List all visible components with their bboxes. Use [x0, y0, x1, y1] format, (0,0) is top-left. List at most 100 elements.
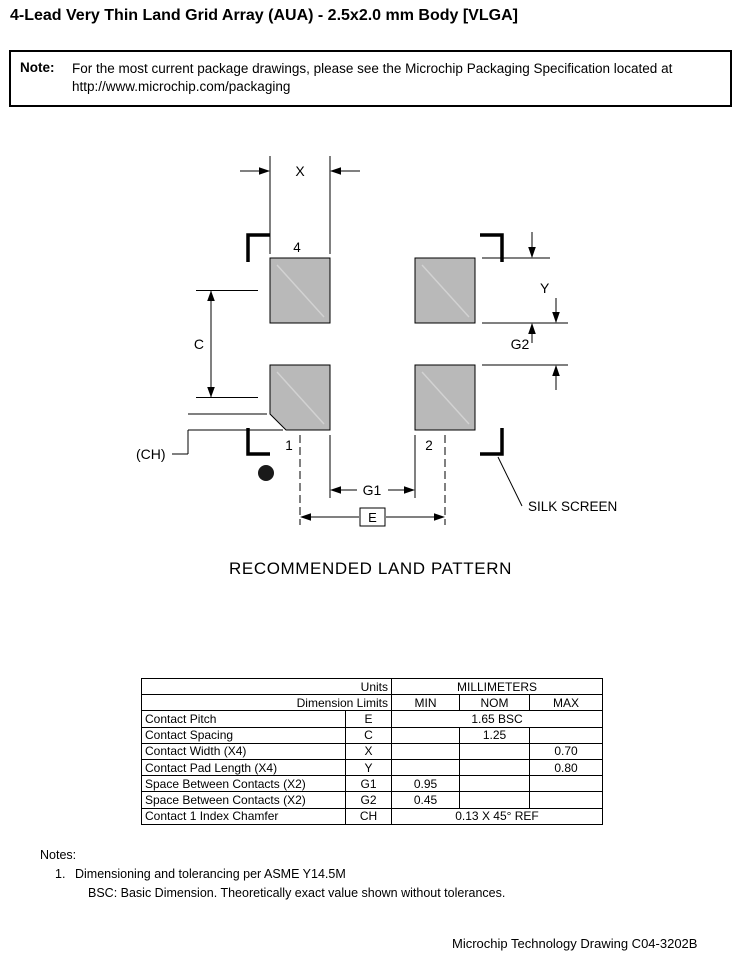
pad-number-4: 4 — [293, 240, 301, 255]
dim-label-e: E — [368, 510, 377, 525]
dim-value-span: 0.13 X 45° REF — [390, 807, 604, 825]
dim-symbol: G1 — [345, 775, 392, 793]
arrowhead — [552, 312, 560, 323]
note-item-number: 1. — [55, 867, 66, 881]
table-row: Contact Pad Length (X4) Y 0.80 — [141, 758, 604, 777]
silk-corner-top-left — [246, 233, 270, 262]
arrowhead — [259, 167, 270, 175]
note-text: For the most current package drawings, p… — [72, 60, 672, 96]
arrowhead — [330, 486, 341, 494]
arrowhead — [404, 486, 415, 494]
silk-corner-bottom-left — [246, 428, 270, 456]
dim-name: Space Between Contacts (X2) — [141, 775, 346, 793]
dim-name: Contact Width (X4) — [141, 742, 346, 760]
dimension-arrowheads — [207, 167, 560, 521]
table-row: Contact Pitch E 1.65 BSC — [141, 710, 604, 728]
table-header-row: Dimension Limits MIN NOM MAX — [141, 694, 604, 712]
dim-name: Space Between Contacts (X2) — [141, 791, 346, 809]
arrowhead — [528, 247, 536, 258]
dim-max: 0.80 — [528, 758, 604, 777]
shading-line — [421, 371, 470, 425]
table-row: Space Between Contacts (X2) G1 0.95 — [141, 775, 604, 793]
units-value: MILLIMETERS — [390, 677, 604, 696]
table-header-row: Units MILLIMETERS — [141, 677, 604, 696]
note-item-2: BSC: Basic Dimension. Theoretically exac… — [88, 886, 506, 900]
arrowhead — [434, 513, 445, 521]
arrowhead — [330, 167, 341, 175]
dim-min — [391, 726, 460, 744]
dimension-lines — [172, 156, 568, 525]
table-row: Contact Spacing C 1.25 — [141, 726, 604, 744]
dimension-labels: X Y C G2 (CH) G1 E 4 1 2 SILK SCREEN — [136, 163, 617, 525]
pad-shading — [276, 264, 470, 425]
dim-label-ch: (CH) — [136, 446, 166, 462]
dim-max — [528, 791, 604, 809]
note-line: For the most current package drawings, p… — [72, 61, 673, 76]
dim-value-span: 1.65 BSC — [390, 710, 604, 728]
shading-line — [276, 371, 325, 425]
dim-nom — [459, 758, 530, 777]
dim-min — [391, 742, 460, 760]
page-title: 4-Lead Very Thin Land Grid Array (AUA) -… — [10, 7, 518, 24]
silk-screen-marks — [246, 233, 504, 456]
dim-name: Contact Spacing — [141, 726, 346, 744]
dim-max: 0.70 — [528, 742, 604, 760]
units-label: Units — [141, 677, 392, 696]
pin1-indicator-dot — [258, 465, 274, 481]
dim-nom — [459, 742, 530, 760]
shading-line — [276, 264, 325, 318]
table-row: Contact Width (X4) X 0.70 — [141, 742, 604, 760]
dim-nom: 1.25 — [459, 726, 530, 744]
col-header-nom: NOM — [459, 694, 530, 712]
drawing-caption: RECOMMENDED LAND PATTERN — [229, 559, 512, 578]
dim-name: Contact Pad Length (X4) — [141, 758, 346, 777]
silk-corner-bottom-right — [480, 428, 504, 456]
drawing-number: Microchip Technology Drawing C04-3202B — [452, 936, 698, 951]
dim-name: Contact Pitch — [141, 710, 346, 728]
dim-symbol: C — [345, 726, 392, 744]
table-row: Contact 1 Index Chamfer CH 0.13 X 45° RE… — [141, 807, 604, 825]
dim-min: 0.45 — [391, 791, 460, 809]
dim-max — [528, 726, 604, 744]
leader-line — [497, 456, 523, 507]
dimension-limits-label: Dimension Limits — [141, 694, 392, 712]
notes-heading: Notes: — [40, 848, 77, 862]
dim-label-c: C — [194, 336, 204, 352]
note-box: Note: For the most current package drawi… — [9, 50, 732, 107]
dim-min — [391, 758, 460, 777]
silk-screen-label: SILK SCREEN — [528, 499, 617, 514]
dim-label-g1: G1 — [363, 482, 382, 498]
note-item-text: Dimensioning and tolerancing per ASME Y1… — [75, 867, 346, 881]
land-pattern-drawing: X Y C G2 (CH) G1 E 4 1 2 SILK SCREEN — [136, 156, 617, 527]
dim-name: Contact 1 Index Chamfer — [141, 807, 346, 825]
dim-symbol: CH — [345, 807, 392, 825]
note-item-1: 1. Dimensioning and tolerancing per ASME … — [55, 867, 346, 881]
silk-corner-top-right — [480, 233, 504, 262]
dim-max — [528, 775, 604, 793]
note-label: Note: — [20, 60, 55, 75]
pad-number-1: 1 — [285, 438, 293, 453]
dim-symbol: G2 — [345, 791, 392, 809]
dimension-table: Units MILLIMETERS Dimension Limits MIN N… — [141, 677, 604, 825]
dim-min: 0.95 — [391, 775, 460, 793]
shading-line — [421, 264, 470, 318]
arrowhead — [207, 387, 215, 398]
dim-nom — [459, 791, 530, 809]
col-header-min: MIN — [391, 694, 460, 712]
arrowhead — [300, 513, 311, 521]
dim-label-g2: G2 — [511, 336, 530, 352]
dim-symbol: E — [345, 710, 392, 728]
arrowhead — [207, 290, 215, 301]
e-dimension-box — [359, 507, 386, 527]
arrowhead — [528, 323, 536, 334]
packaging-url-link[interactable]: http://www.microchip.com/packaging — [72, 79, 291, 94]
contact-pads — [269, 257, 476, 431]
dim-label-y: Y — [540, 280, 550, 296]
dim-symbol: Y — [345, 758, 392, 777]
dim-symbol: X — [345, 742, 392, 760]
pad-number-2: 2 — [425, 438, 433, 453]
table-row: Space Between Contacts (X2) G2 0.45 — [141, 791, 604, 809]
col-header-max: MAX — [528, 694, 604, 712]
dim-label-x: X — [295, 163, 305, 179]
